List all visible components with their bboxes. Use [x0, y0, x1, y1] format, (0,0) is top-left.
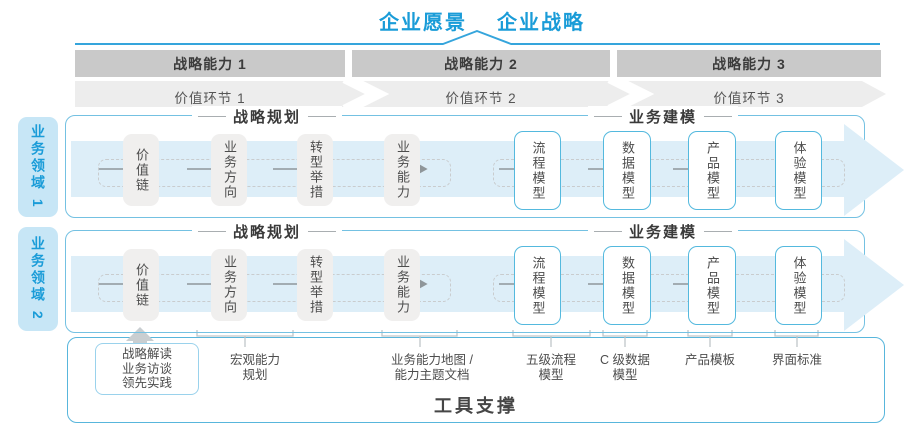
node-experience-model: 体验模型 [775, 131, 822, 210]
node-value-chain: 价值链 [123, 134, 159, 206]
node-experience-model: 体验模型 [775, 246, 822, 325]
annotation-data-model: C 级数据 模型 [599, 353, 651, 382]
practice-line-2: 业务访谈 [121, 361, 172, 376]
modeling-header-label: 业务建模 [628, 108, 698, 126]
node-business-capability: 业务能力 [384, 134, 420, 206]
capability-bar-1: 战略能力 1 [75, 50, 345, 77]
header-dash-right [308, 115, 337, 117]
planning-dashed-lane [98, 159, 451, 187]
business-domain-band: 战略规划 业务建模 价值链 业务方向 转型举措 业务能力 流程模型 数据模型 产… [65, 221, 904, 333]
enterprise-vision-title: 企业愿景 [379, 12, 467, 34]
node-transformation-initiatives: 转型举措 [297, 134, 333, 206]
header-dash-left [197, 230, 226, 232]
node-product-model: 产品模型 [688, 131, 736, 210]
tool-support-label: 工具支撑 [434, 396, 518, 416]
modeling-dashed-lane [493, 159, 845, 187]
flow-band-arrowhead [844, 239, 904, 331]
modeling-dashed-lane [493, 274, 845, 302]
node-business-direction: 业务方向 [211, 249, 247, 321]
header-dash-left [593, 115, 622, 117]
chevron-divider-2 [607, 80, 655, 108]
value-chain-band-graphic [75, 80, 886, 108]
node-transformation-initiatives: 转型举措 [297, 249, 333, 321]
business-domain-band: 战略规划 业务建模 价值链 业务方向 转型举措 业务能力 流程模型 数据模型 产… [65, 106, 904, 218]
tool-support-container: 工具支撑 [67, 337, 885, 423]
annotation-process-model: 五级流程 模型 [525, 353, 577, 382]
node-data-model: 数据模型 [603, 246, 651, 325]
practice-line-1: 战略解读 [121, 347, 172, 361]
node-business-direction: 业务方向 [211, 134, 247, 206]
capability-bar-3: 战略能力 3 [617, 50, 881, 77]
planning-header-label: 战略规划 [232, 108, 302, 126]
value-link-1: 价值环节 1 [174, 91, 246, 106]
annotation-capability-map: 业务能力地图 / 能力主题文档 [391, 353, 473, 382]
practice-line-3: 领先实践 [121, 376, 172, 390]
modeling-header-label: 业务建模 [628, 223, 698, 241]
header-dash-left [593, 230, 622, 232]
planning-section-header: 战略规划 [191, 106, 343, 126]
enterprise-strategy-title: 企业战略 [497, 12, 585, 34]
header-dash-right [704, 115, 733, 117]
modeling-section-header: 业务建模 [587, 106, 739, 126]
node-business-capability: 业务能力 [384, 249, 420, 321]
node-process-model: 流程模型 [514, 131, 561, 210]
header-dash-right [308, 230, 337, 232]
domain-label-2: 业务领域 2 [18, 227, 58, 331]
chevron-divider-1 [342, 80, 390, 108]
domain-label-1: 业务领域 1 [18, 117, 58, 217]
header-dash-right [704, 230, 733, 232]
node-value-chain: 价值链 [123, 249, 159, 321]
title-underline-graphic [75, 30, 880, 45]
flow-band-arrowhead [844, 124, 904, 216]
practice-box: 战略解读 业务访谈 领先实践 [95, 343, 199, 395]
annotation-product-template: 产品模板 [684, 353, 736, 367]
planning-section-header: 战略规划 [191, 221, 343, 241]
value-link-3: 价值环节 3 [713, 91, 785, 106]
node-product-model: 产品模型 [688, 246, 736, 325]
value-link-2: 价值环节 2 [445, 91, 517, 106]
header-dash-left [197, 115, 226, 117]
planning-header-label: 战略规划 [232, 223, 302, 241]
annotation-macro-capability: 宏观能力 规划 [229, 353, 281, 382]
planning-dashed-lane [98, 274, 451, 302]
node-data-model: 数据模型 [603, 131, 651, 210]
capability-bar-2: 战略能力 2 [352, 50, 610, 77]
modeling-section-header: 业务建模 [587, 221, 739, 241]
annotation-ui-standard: 界面标准 [771, 353, 823, 367]
node-process-model: 流程模型 [514, 246, 561, 325]
diagram-title-row: 企业愿景 企业战略 [27, 6, 910, 35]
